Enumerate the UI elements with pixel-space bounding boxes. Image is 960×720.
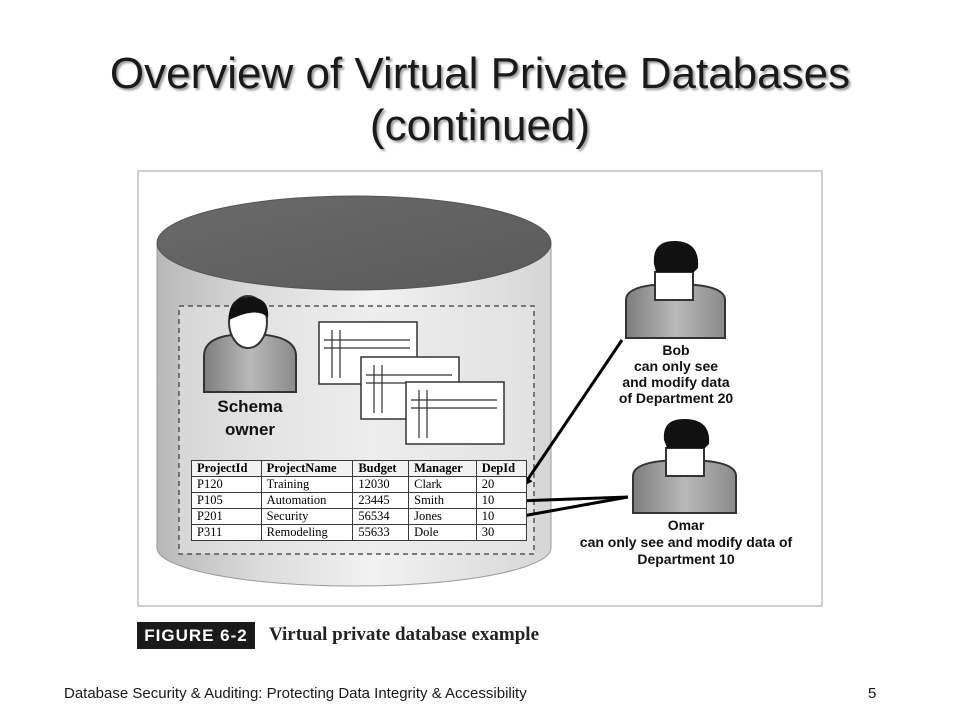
omar-access-arrow-1 bbox=[515, 495, 629, 506]
table-cell: Training bbox=[260, 476, 354, 493]
table-cell: 10 bbox=[475, 492, 528, 509]
bob-desc-line3: of Department 20 bbox=[619, 390, 734, 406]
slide-title-line2: (continued) bbox=[369, 101, 591, 150]
project-table: ProjectId ProjectName Budget Manager Dep… bbox=[191, 460, 528, 541]
header-cell: Budget bbox=[352, 460, 410, 477]
schema-owner-label-line1: Schema bbox=[217, 397, 283, 416]
table-row: P105 Automation 23445 Smith 10 bbox=[191, 492, 528, 509]
bob-desc-line2: and modify data bbox=[622, 374, 730, 390]
bob-desc-line1: can only see bbox=[634, 358, 718, 374]
table-cell: Security bbox=[260, 508, 354, 525]
table-cell: Clark bbox=[408, 476, 477, 493]
table-row: P201 Security 56534 Jones 10 bbox=[191, 508, 528, 525]
table-row: P311 Remodeling 55633 Dole 30 bbox=[191, 524, 528, 541]
footer-course-title: Database Security & Auditing: Protecting… bbox=[64, 685, 527, 702]
table-header-row: ProjectId ProjectName Budget Manager Dep… bbox=[191, 460, 528, 477]
bob-user-icon bbox=[625, 240, 726, 339]
table-cell: P120 bbox=[191, 476, 262, 493]
bob-name-label: Bob bbox=[662, 342, 689, 358]
table-cell: Smith bbox=[408, 492, 477, 509]
schema-owner-icon bbox=[203, 295, 297, 393]
table-row: P120 Training 12030 Clark 20 bbox=[191, 476, 528, 493]
table-cell: Jones bbox=[408, 508, 477, 525]
header-cell: ProjectName bbox=[260, 460, 354, 477]
table-cell: 20 bbox=[475, 476, 528, 493]
header-cell: Manager bbox=[408, 460, 477, 477]
omar-access-arrow-2 bbox=[515, 495, 629, 521]
figure-caption: Virtual private database example bbox=[269, 624, 540, 645]
table-cell: 55633 bbox=[352, 524, 410, 541]
table-cell: Dole bbox=[408, 524, 477, 541]
table-cell: P105 bbox=[191, 492, 262, 509]
table-cell: 30 bbox=[475, 524, 528, 541]
slide-title-line1: Overview of Virtual Private Databases bbox=[109, 49, 851, 98]
figure-number-tag: FIGURE 6-2 bbox=[137, 622, 255, 649]
table-sheet-3 bbox=[405, 381, 505, 445]
omar-user-icon bbox=[632, 418, 737, 514]
page-number: 5 bbox=[868, 685, 877, 702]
table-cell: Remodeling bbox=[260, 524, 354, 541]
table-cell: P311 bbox=[191, 524, 262, 541]
table-sheets-icon bbox=[318, 321, 505, 445]
bob-access-arrow bbox=[522, 339, 624, 487]
slide-title: Overview of Virtual Private Databases (c… bbox=[0, 48, 960, 152]
table-cell: 12030 bbox=[352, 476, 410, 493]
table-cell: 23445 bbox=[352, 492, 410, 509]
omar-desc-line2: Department 10 bbox=[637, 551, 734, 567]
table-cell: Automation bbox=[260, 492, 354, 509]
header-cell: DepId bbox=[475, 460, 528, 477]
table-cell: P201 bbox=[191, 508, 262, 525]
omar-desc-line1: can only see and modify data of bbox=[580, 534, 793, 550]
header-cell: ProjectId bbox=[191, 460, 262, 477]
table-cell: 56534 bbox=[352, 508, 410, 525]
schema-owner-label-line2: owner bbox=[225, 420, 275, 439]
omar-name-label: Omar bbox=[668, 517, 705, 533]
table-cell: 10 bbox=[475, 508, 528, 525]
